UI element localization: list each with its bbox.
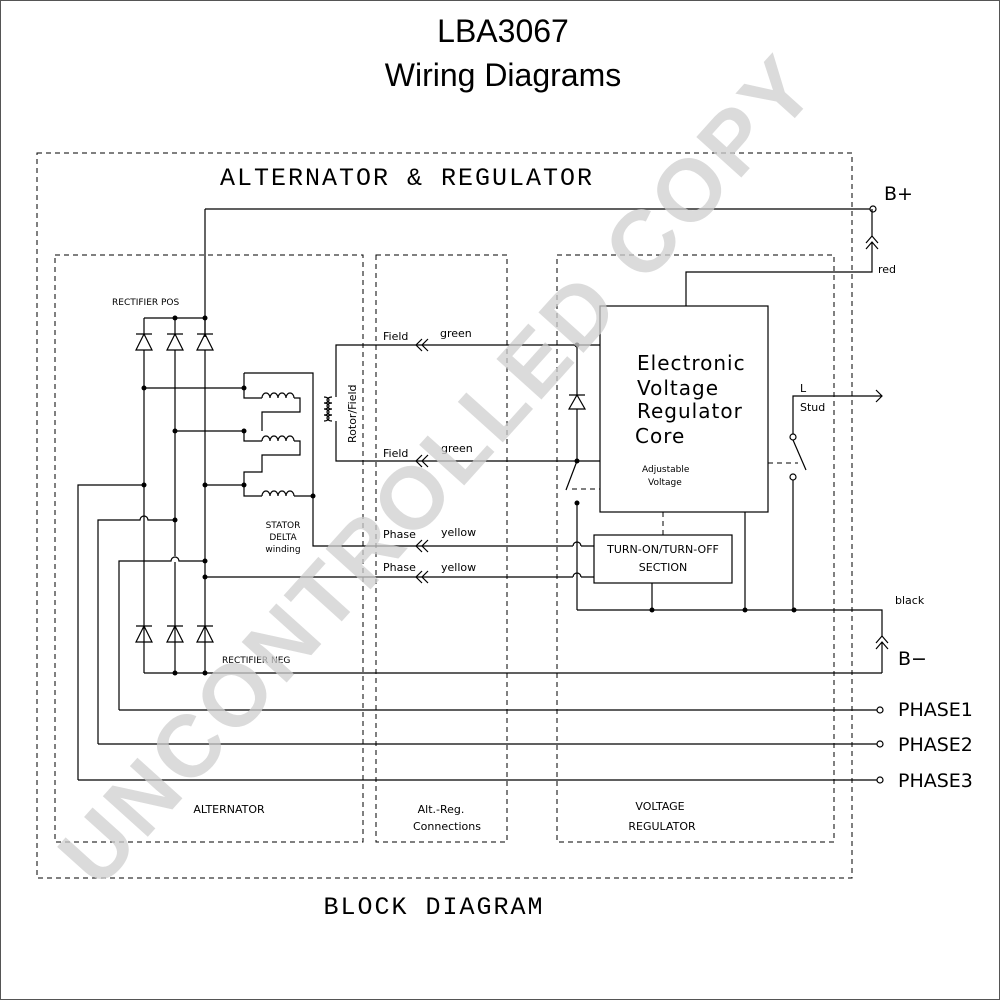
phase2-terminal xyxy=(876,740,884,748)
phase1-terminal xyxy=(876,706,884,714)
connections-block-outline xyxy=(375,254,508,843)
footer-title: BLOCK DIAGRAM xyxy=(323,893,544,922)
rectifier-neg-diodes xyxy=(135,624,214,643)
l-stud-wire xyxy=(792,389,883,436)
red-wire xyxy=(685,243,873,306)
field-color-2: green xyxy=(441,442,473,455)
phase1-wire-in xyxy=(118,556,205,710)
connections-section-label-1: Alt.-Reg. xyxy=(418,803,465,816)
phase-connector-1 xyxy=(415,539,429,553)
phase3-terminal xyxy=(876,776,884,784)
phase-label-2: Phase xyxy=(383,561,416,574)
page-subtitle: Wiring Diagrams xyxy=(385,57,621,93)
b-plus-terminal xyxy=(869,205,877,213)
outer-block-outline xyxy=(36,152,853,879)
red-wire-label: red xyxy=(878,263,896,276)
turn-section-label-2: SECTION xyxy=(639,561,687,574)
field-connector-2 xyxy=(415,454,429,468)
rotor-field-label: Rotor/Field xyxy=(346,384,359,443)
phase2-wire-in xyxy=(97,515,175,744)
field-connector-1 xyxy=(415,338,429,352)
rectifier-neg-label: RECTIFIER NEG xyxy=(222,656,290,666)
core-label-3: Regulator xyxy=(637,399,743,423)
regulator-section-label-2: REGULATOR xyxy=(628,820,696,833)
rotor-field-coil xyxy=(323,344,577,462)
core-label-2: Voltage xyxy=(637,376,719,400)
phase2-label: PHASE2 xyxy=(898,734,973,756)
regulator-core-box xyxy=(599,305,769,513)
adjustable-label-2: Voltage xyxy=(648,478,682,488)
adjustable-label-1: Adjustable xyxy=(642,465,690,475)
stator-delta-winding xyxy=(144,372,316,499)
phase-connector-2 xyxy=(415,570,429,584)
phase3-label: PHASE3 xyxy=(898,770,973,792)
regulator-block-outline xyxy=(556,254,835,843)
b-plus-label: B+ xyxy=(884,183,913,205)
ground-bus xyxy=(577,609,883,636)
core-label-1: Electronic xyxy=(637,351,746,375)
freewheel-diode xyxy=(567,345,587,461)
turn-section-label-1: TURN-ON/TURN-OFF xyxy=(606,543,719,556)
phase-wire-1 xyxy=(312,496,594,547)
phase-label-1: Phase xyxy=(383,528,416,541)
l-switch xyxy=(792,439,807,471)
phase-color-1: yellow xyxy=(441,526,476,539)
rectifier-pos-label: RECTIFIER POS xyxy=(112,298,180,308)
stator-label-3: winding xyxy=(265,545,300,555)
field-label-1: Field xyxy=(383,330,408,343)
field-label-2: Field xyxy=(383,447,408,460)
regulator-section-label-1: VOLTAGE xyxy=(635,800,684,813)
alternator-section-label: ALTERNATOR xyxy=(193,803,265,816)
stator-label-2: DELTA xyxy=(269,533,297,543)
b-minus-connector-icon xyxy=(875,635,889,650)
phase1-label: PHASE1 xyxy=(898,699,973,721)
field-color-1: green xyxy=(440,327,472,340)
phase-color-2: yellow xyxy=(441,561,476,574)
b-minus-label: B− xyxy=(898,648,927,670)
field-switch xyxy=(565,460,578,491)
black-wire-label: black xyxy=(895,594,925,607)
core-label-4: Core xyxy=(635,424,685,448)
outer-block-title: ALTERNATOR & REGULATOR xyxy=(220,164,594,193)
stud-label: Stud xyxy=(800,401,825,414)
stator-label-1: STATOR xyxy=(266,521,301,531)
phase3-wire-in xyxy=(77,484,144,780)
alternator-block-outline xyxy=(54,254,364,843)
rectifier-pos-diodes xyxy=(135,318,214,485)
page-title: LBA3067 xyxy=(437,13,569,49)
b-plus-connector-icon xyxy=(865,235,879,250)
l-label: L xyxy=(800,382,807,395)
connections-section-label-2: Connections xyxy=(413,820,481,833)
